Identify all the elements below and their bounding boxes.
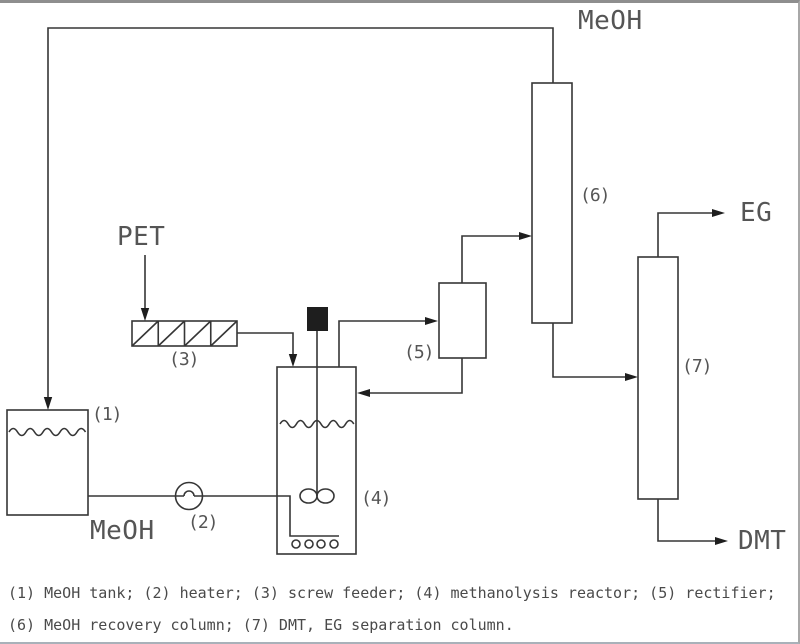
label-reactor-number: (4) [361,488,391,509]
bubble [291,539,301,549]
pipe-column6-bottoms [552,323,626,378]
arrow-into-rectifier [425,317,438,325]
label-rectifier-number: (5) [404,342,434,363]
label-eg-product: EG [740,198,773,228]
label-dmt-product: DMT [738,526,787,556]
label-pet-feed: PET [117,222,166,252]
pipe-rectifier-overhead [461,235,520,283]
label-meoh-overhead: MeOH [578,6,643,36]
pipe-reactor-vapor [338,320,426,367]
arrow-dmt-product [715,537,728,545]
caption-line-1: (1) MeOH tank; (2) heater; (3) screw fee… [8,584,776,602]
arrow-into-reactor-top [288,354,298,367]
arrow-eg-product [712,209,725,217]
caption-line-2: (6) MeOH recovery column; (7) DMT, EG se… [8,616,514,634]
label-screw-feeder-number: (3) [169,349,199,370]
agitator-impeller [299,488,318,504]
agitator-impeller [316,488,335,504]
arrow-return-into-reactor [357,389,370,397]
label-meoh-tank: MeOH [90,516,155,546]
arrow-pet-into-feeder [140,308,150,321]
pipe-meoh-recycle [47,27,554,399]
bubble [304,539,314,549]
meoh-recovery-column [531,82,573,324]
process-flow-diagram [6,27,728,555]
label-tank-number: (1) [92,404,122,425]
pipe-dmt-bottoms [657,499,716,542]
sparger-bubbles [291,539,339,549]
label-separation-column-number: (7) [682,356,712,377]
arrow-into-separation-column [625,373,638,381]
meoh-tank [6,409,89,516]
pipe-tank-to-reactor [88,495,339,537]
bubble [329,539,339,549]
arrow-into-recovery-column [519,232,532,240]
label-recovery-column-number: (6) [580,185,610,206]
label-heater-number: (2) [188,512,218,533]
pipe-eg-overhead [657,212,713,257]
rectifier [438,282,487,359]
dmt-eg-separation-column [637,256,679,500]
screw-feeder-flights [131,320,238,347]
pipe-feeder-to-reactor [237,332,294,354]
pipe-rectifier-return [369,358,463,394]
bubble [316,539,326,549]
tank-liquid-level-wave [8,427,87,437]
agitator-motor [307,307,328,331]
heater-symbol [174,481,204,511]
heater-element-wave [183,490,195,497]
arrow-into-tank [43,397,53,410]
